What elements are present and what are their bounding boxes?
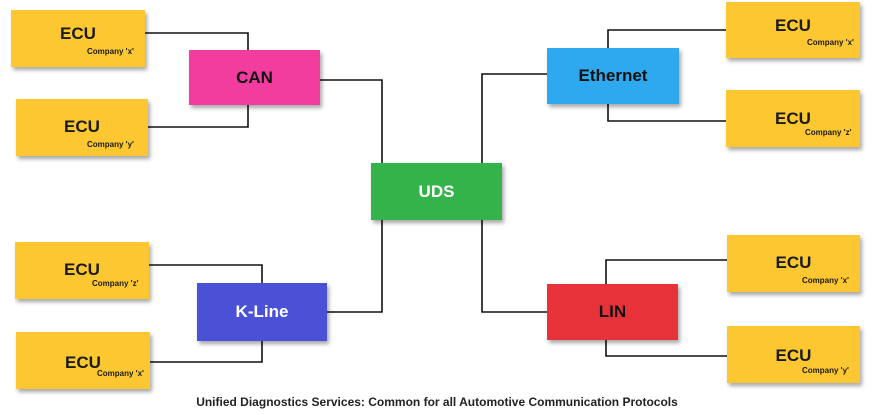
connector-can-ecu-2 — [148, 105, 249, 128]
ecu-label: ECU — [775, 253, 812, 272]
ecu-label: ECU — [775, 346, 812, 365]
ecu-company: Company 'y' — [87, 140, 134, 149]
kline-box: K-Line — [197, 283, 327, 341]
lin-label: LIN — [598, 302, 627, 321]
diagram-caption: Unified Diagnostics Services: Common for… — [196, 395, 678, 409]
connector-lin-ecu-1 — [605, 259, 727, 284]
uds-label: UDS — [418, 181, 455, 201]
ecu-label: ECU — [64, 117, 100, 136]
ecu-label: ECU — [65, 353, 101, 372]
connector-kline-ecu-2 — [150, 341, 263, 363]
connector-eth-ecu-2 — [607, 104, 726, 122]
connector-lin-ecu-2 — [605, 340, 727, 357]
connector-kline-uds — [327, 220, 383, 313]
ecu-lin-y: ECU Company 'y' — [727, 326, 860, 383]
ecu-company: Company 'x' — [802, 276, 849, 285]
ecu-company: Company 'x' — [87, 47, 134, 56]
connector-can-ecu-1 — [145, 32, 249, 50]
ecu-kline-z: ECU Company 'z' — [15, 242, 149, 299]
ecu-company: Company 'z' — [92, 279, 139, 288]
can-label: CAN — [236, 67, 273, 87]
ecu-ethernet-x: ECU Company 'x' — [726, 2, 860, 58]
ecu-label: ECU — [775, 16, 811, 35]
connector-eth-uds — [481, 73, 547, 163]
ecu-company: Company 'x' — [97, 369, 144, 378]
can-box: CAN — [189, 50, 320, 105]
ecu-can-x: ECU Company 'x' — [11, 10, 145, 67]
ethernet-label: Ethernet — [578, 66, 648, 85]
ecu-ethernet-z: ECU Company 'z' — [726, 90, 860, 147]
lin-box: LIN — [547, 284, 678, 340]
ecu-company: Company 'z' — [805, 128, 852, 137]
ecu-label: ECU — [60, 24, 96, 43]
ethernet-box: Ethernet — [547, 48, 679, 104]
ecu-company: Company 'x' — [807, 38, 854, 47]
ecu-label: ECU — [775, 109, 811, 128]
uds-box: UDS — [371, 163, 502, 220]
connector-eth-ecu-1 — [607, 29, 726, 48]
ecu-company: Company 'y' — [802, 366, 849, 375]
connector-lin-uds — [481, 220, 547, 313]
ecu-can-y: ECU Company 'y' — [16, 99, 148, 156]
connector-kline-ecu-1 — [149, 264, 263, 283]
ecu-label: ECU — [64, 260, 100, 279]
ecu-kline-x: ECU Company 'x' — [16, 332, 150, 389]
ecu-lin-x: ECU Company 'x' — [727, 235, 860, 292]
connector-can-uds — [320, 79, 383, 163]
kline-label: K-Line — [235, 302, 289, 321]
